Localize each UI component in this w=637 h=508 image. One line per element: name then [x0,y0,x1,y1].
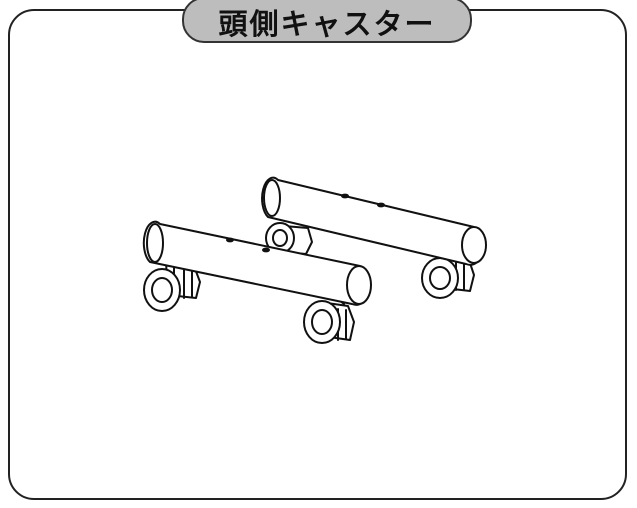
front-hole-2 [262,247,270,253]
front-hole-1 [226,237,234,243]
back-hole-2 [377,202,385,208]
title-tab: 頭側キャスター [182,0,472,43]
back-tube-end [461,226,487,264]
front-right-caster [303,295,355,344]
panel-title: 頭側キャスター [218,7,436,41]
front-caster-bar [142,220,372,344]
back-left-caster [265,222,313,255]
back-caster-bar [261,176,487,299]
back-hole-1 [341,193,349,199]
front-tube-end [346,265,372,305]
instruction-panel: 頭側キャスター [8,0,627,500]
